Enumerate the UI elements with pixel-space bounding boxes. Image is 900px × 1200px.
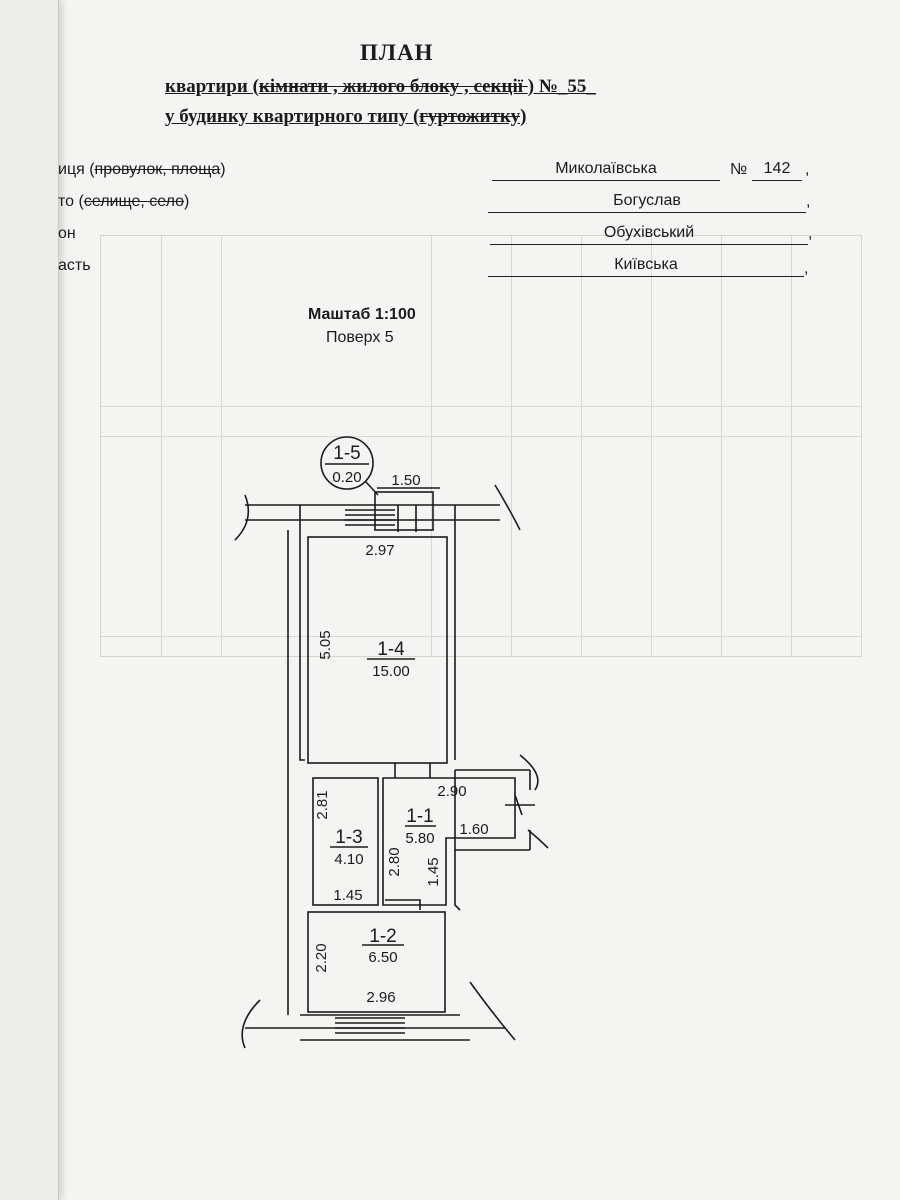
struck-text: кімнати , жилого блоку , секції [258, 76, 528, 97]
comma: , [804, 260, 809, 277]
leader-line [365, 481, 379, 496]
room-area: 5.80 [405, 830, 434, 847]
room-1-2-outline [307, 911, 446, 1013]
dimension-label: 1.45 [333, 887, 362, 904]
region-value: Київська [488, 256, 804, 277]
dimension-label: 2.80 [386, 847, 403, 876]
subtitle-part: у будинку квартирного типу ( [165, 106, 420, 127]
plan-scale: Маштаб 1:100 [308, 306, 416, 323]
door-jamb [394, 763, 431, 778]
wall-break-arc [519, 754, 539, 791]
wall [455, 769, 531, 851]
room-1-1-outline [382, 777, 516, 906]
room-area: 15.00 [372, 663, 410, 680]
comma: , [806, 193, 811, 210]
room-1-3-outline [312, 777, 379, 906]
door-jamb [397, 505, 417, 532]
floor-label: Поверх 5 [326, 329, 394, 346]
room-id: 1-4 [377, 639, 405, 660]
city-value: Богуслав [488, 192, 806, 213]
dimension-label: 1.45 [425, 857, 442, 886]
plan-subtitle-building: у будинку квартирного типу (гуртожитку) [165, 106, 526, 128]
room-id: 1-5 [333, 443, 360, 464]
dimension-label: 5.05 [317, 630, 334, 659]
room-id: 1-1 [406, 806, 433, 827]
plan-subtitle-apartment: квартири (кімнати , жилого блоку , секці… [165, 76, 596, 98]
door-swing [514, 794, 523, 816]
apartment-number: ) №_55_ [527, 76, 596, 97]
dimension-label: 2.97 [365, 542, 394, 559]
wall-break-arc [527, 829, 549, 849]
comma: , [808, 225, 813, 242]
wall [454, 770, 461, 911]
struck-text: гуртожитку [419, 106, 521, 127]
wall-break-arc [469, 981, 516, 1041]
wall-break-arc [494, 484, 521, 531]
binding-edge [0, 0, 59, 1200]
dimension-label: 1.60 [459, 821, 488, 838]
number-label: № [730, 161, 748, 178]
dimension-label: 2.20 [313, 943, 330, 972]
room-area: 4.10 [334, 851, 363, 868]
district-value: Обухівський [490, 224, 808, 245]
subtitle-part: ) [520, 106, 527, 127]
wall-break-arc [234, 494, 250, 541]
dimension-label: 1.50 [391, 472, 420, 489]
balcony-outline [374, 491, 434, 531]
wall-break-arc [241, 999, 261, 1049]
subtitle-part: квартири ( [165, 76, 259, 97]
bleed-through-table [100, 235, 862, 657]
street-label: иця (провулок, площа) [58, 161, 226, 178]
wall [299, 505, 456, 760]
window-hatch [335, 1017, 405, 1034]
street-value: Миколаївська [492, 160, 720, 181]
dimension-label: 2.90 [437, 783, 466, 800]
district-label: он [58, 225, 76, 242]
room-id: 1-2 [369, 926, 396, 947]
house-number: 142 [752, 160, 802, 181]
room-1-4-outline [307, 536, 448, 764]
balcony-label-circle [320, 436, 374, 490]
wall [299, 530, 305, 761]
dimension-label: 2.96 [366, 989, 395, 1006]
document-title: ПЛАН [360, 40, 434, 65]
comma: , [805, 161, 810, 178]
city-label: то (селище, село) [58, 193, 190, 210]
room-area: 6.50 [368, 949, 397, 966]
dimension-label: 2.81 [314, 790, 331, 819]
window-hatch [345, 509, 395, 526]
region-label: асть [58, 257, 91, 274]
room-area: 0.20 [332, 469, 361, 486]
door-jamb [385, 899, 421, 910]
room-id: 1-3 [335, 827, 362, 848]
document-page [20, 0, 900, 1200]
